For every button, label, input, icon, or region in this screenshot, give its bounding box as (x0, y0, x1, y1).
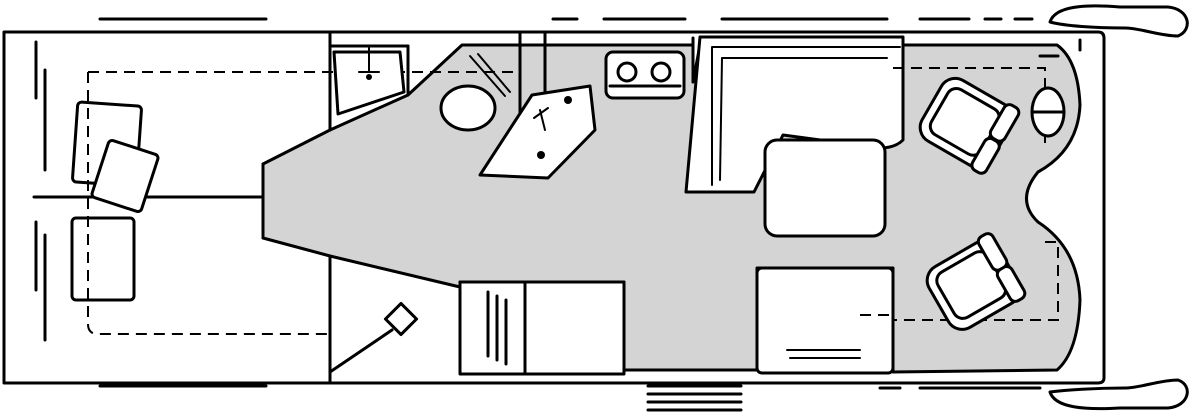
rear-bed (32, 30, 332, 385)
shower (478, 30, 597, 180)
toilet (439, 53, 511, 132)
mirror-top (1048, 4, 1189, 38)
entry-step (646, 384, 743, 412)
dinette-table (763, 138, 887, 238)
rear-wardrobe (328, 301, 419, 374)
pillow-2 (90, 138, 160, 214)
washbasin (328, 44, 410, 116)
cab-seat-driver (918, 76, 1021, 175)
exterior-marks (98, 17, 1042, 390)
kitchen-hob (604, 50, 686, 100)
wardrobe-fridge (458, 280, 626, 376)
bed-outline-dashed (87, 71, 520, 335)
cab-seat-passenger (925, 232, 1027, 331)
pillow-3 (70, 216, 136, 302)
mirror-bottom (1048, 378, 1189, 411)
front-bench (755, 266, 895, 375)
steering-wheel (1030, 86, 1066, 138)
outer-wall (2, 30, 1106, 385)
